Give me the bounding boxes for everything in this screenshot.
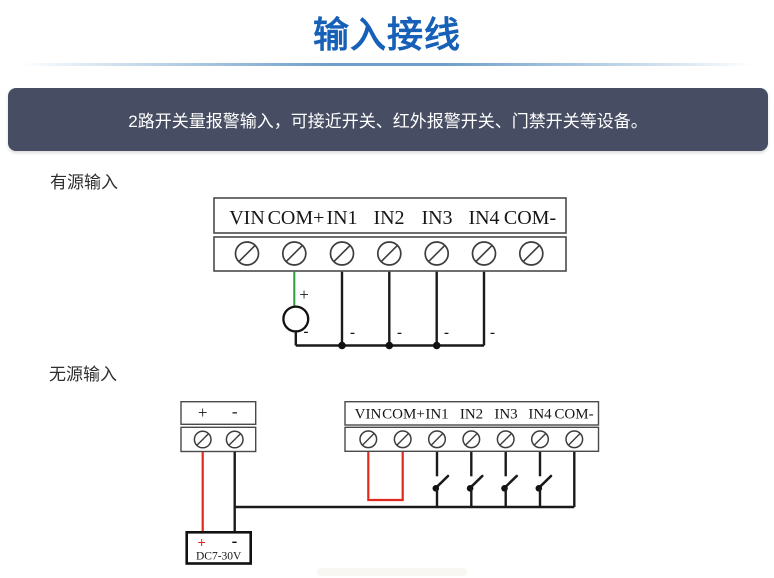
terminal-label: VIN xyxy=(229,207,265,229)
active-input-diagram: VIN COM+ IN1 IN2 IN3 IN4 COM- xyxy=(213,197,567,350)
terminal-label: IN1 xyxy=(425,407,448,423)
junction-dot xyxy=(432,341,441,350)
battery-plus-label: + xyxy=(197,536,206,552)
power-minus-label: - xyxy=(232,402,238,421)
screw-terminal xyxy=(234,241,260,266)
terminal-label: COM- xyxy=(504,207,556,229)
terminal-label: IN3 xyxy=(494,407,517,423)
screw-terminal xyxy=(424,241,450,266)
battery-minus-label: - xyxy=(232,532,238,551)
terminal-label: IN1 xyxy=(326,207,357,229)
terminal-label: IN2 xyxy=(373,207,404,229)
terminal-label-box xyxy=(344,401,600,426)
polarity-minus-label: - xyxy=(350,325,355,341)
screw-terminal xyxy=(565,430,584,449)
screw-terminal xyxy=(471,241,497,266)
terminal-label: IN2 xyxy=(460,407,483,423)
switch-in1 xyxy=(432,452,450,507)
screw-terminal xyxy=(193,430,212,449)
wire-red-jumper xyxy=(367,452,404,502)
passive-input-diagram: + - VIN COM+ IN1 IN2 IN3 IN4 COM- xyxy=(180,401,600,565)
polarity-minus-label: - xyxy=(304,324,309,340)
screw-terminal xyxy=(329,241,355,266)
terminal-label: COM+ xyxy=(268,207,325,229)
screw-terminal xyxy=(462,430,481,449)
junction-dot xyxy=(385,341,394,350)
page-title: 输入接线 xyxy=(312,14,461,55)
section-label-passive-input: 无源输入 xyxy=(49,365,117,384)
screw-terminal xyxy=(393,430,412,449)
screw-terminal xyxy=(281,241,307,266)
screw-terminal xyxy=(530,430,550,449)
switch-in2 xyxy=(466,452,484,507)
power-screw-box xyxy=(180,426,257,453)
power-label-box xyxy=(180,401,257,426)
terminal-label: COM- xyxy=(554,407,593,423)
screw-terminal xyxy=(359,430,378,449)
screw-terminal xyxy=(427,430,447,449)
description-banner: 2路开关量报警输入，可接近开关、红外报警开关、门禁开关等设备。 xyxy=(8,88,768,151)
screw-terminal xyxy=(376,241,402,266)
terminal-label: VIN xyxy=(355,407,382,423)
watermark-remnant xyxy=(317,568,467,576)
terminal-label: IN4 xyxy=(468,207,499,229)
polarity-minus-label: - xyxy=(444,325,449,341)
title-divider xyxy=(20,63,754,66)
battery-voltage-label: DC7-30V xyxy=(196,551,242,563)
terminal-label: COM+ xyxy=(382,407,425,423)
switch-in4 xyxy=(535,452,553,507)
polarity-minus-label: - xyxy=(490,325,495,341)
terminal-label-box xyxy=(213,197,567,234)
screw-terminal xyxy=(496,430,515,449)
polarity-plus-label: + xyxy=(299,285,309,304)
description-text: 2路开关量报警输入，可接近开关、红外报警开关、门禁开关等设备。 xyxy=(128,112,648,131)
terminal-label: IN3 xyxy=(421,207,452,229)
screw-terminal xyxy=(225,430,244,449)
screw-terminal xyxy=(518,241,544,266)
junction-dot xyxy=(338,341,346,350)
switch-in3 xyxy=(501,452,518,507)
polarity-minus-label: - xyxy=(397,325,402,341)
battery-box xyxy=(185,530,252,565)
terminal-label: IN4 xyxy=(528,407,552,423)
power-plus-label: + xyxy=(198,403,208,422)
section-label-active-input: 有源输入 xyxy=(50,173,118,192)
